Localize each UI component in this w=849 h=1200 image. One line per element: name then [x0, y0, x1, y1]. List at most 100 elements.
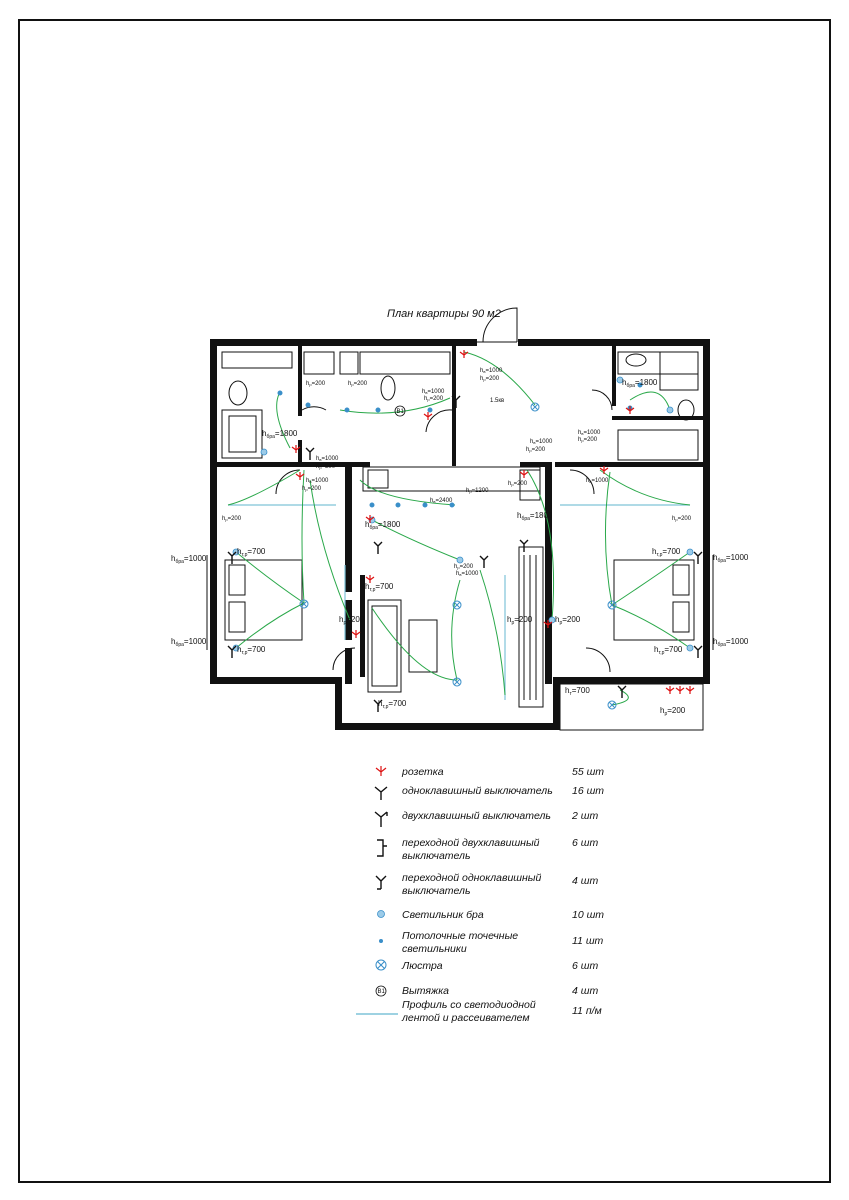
- svg-text:hр=200: hр=200: [508, 481, 528, 487]
- svg-text:hбра=1800: hбра=1800: [365, 520, 401, 531]
- vent-marker: B1: [394, 405, 406, 417]
- svg-text:hт,р=700: hт,р=700: [652, 547, 681, 558]
- svg-text:выключатель: выключатель: [402, 885, 470, 897]
- svg-text:hр=200: hр=200: [306, 381, 326, 387]
- legend-item-led-profile: Профиль со светодиодной лентой и рассеив…: [356, 999, 602, 1024]
- svg-text:hт,р=700: hт,р=700: [365, 582, 394, 593]
- chandeliers: [299, 402, 617, 710]
- svg-text:hбра=1800: hбра=1800: [262, 429, 298, 440]
- svg-text:hт,р=700: hт,р=700: [654, 645, 683, 656]
- svg-text:hр=200: hр=200: [555, 615, 581, 626]
- svg-text:hбра=1800: hбра=1800: [622, 378, 658, 389]
- svg-text:розетка: розетка: [401, 766, 444, 778]
- legend-item-socket: розетка 55 шт: [375, 766, 604, 778]
- svg-text:лентой и рассеивателем: лентой и рассеивателем: [401, 1012, 530, 1024]
- svg-text:hв=1000: hв=1000: [456, 571, 479, 577]
- svg-text:11 п/м: 11 п/м: [572, 1005, 602, 1017]
- svg-text:11 шт: 11 шт: [572, 935, 604, 947]
- svg-text:hр=200: hр=200: [480, 376, 500, 382]
- legend-item-passthrough-single-switch: переходной одноклавишный выключатель 4 ш…: [375, 872, 598, 897]
- chandelier-icon: [375, 959, 387, 971]
- legend-item-passthrough-double-switch: переходной двухклавишный выключатель 6 ш…: [377, 837, 598, 862]
- svg-text:Вытяжка: Вытяжка: [402, 985, 449, 997]
- svg-text:B1: B1: [378, 989, 386, 995]
- legend: розетка 55 шт одноклавишный выключатель …: [356, 766, 604, 1024]
- svg-text:hв=1000: hв=1000: [480, 368, 503, 374]
- svg-text:hв=1000: hв=1000: [586, 478, 609, 484]
- legend-item-single-switch: одноклавишный выключатель 16 шт: [374, 785, 604, 800]
- svg-text:hбра=1000: hбра=1000: [171, 637, 207, 648]
- svg-text:hр=200: hр=200: [302, 486, 322, 492]
- svg-text:двухклавишный выключатель: двухклавишный выключатель: [402, 810, 551, 822]
- svg-text:одноклавишный выключатель: одноклавишный выключатель: [402, 785, 553, 797]
- plan-title: План квартиры 90 м2: [387, 308, 501, 320]
- svg-text:hв=1000: hв=1000: [316, 456, 339, 462]
- svg-text:hр=200: hр=200: [424, 396, 444, 402]
- svg-text:hр=200: hр=200: [454, 564, 474, 570]
- sconces: [232, 376, 694, 652]
- svg-text:hбра=1000: hбра=1000: [713, 637, 749, 648]
- svg-text:Светильник бра: Светильник бра: [402, 909, 484, 921]
- svg-text:55 шт: 55 шт: [572, 766, 604, 778]
- svg-text:выключатель: выключатель: [402, 850, 470, 862]
- passthrough-double-switch-icon: [377, 839, 387, 857]
- double-switch-icon: [374, 811, 388, 827]
- svg-text:hр=200: hр=200: [526, 447, 546, 453]
- svg-text:Люстра: Люстра: [401, 960, 443, 972]
- passthrough-single-switch-icon: [375, 875, 387, 890]
- svg-text:4 шт: 4 шт: [572, 875, 598, 887]
- svg-text:hт,р=700: hт,р=700: [237, 645, 266, 656]
- floor-plan: [206, 307, 714, 731]
- wiring: [227, 351, 691, 706]
- svg-text:1.5кв: 1.5кв: [490, 398, 504, 404]
- legend-item-hood: B1 Вытяжка 4 шт: [375, 985, 598, 997]
- svg-text:hр=200: hр=200: [660, 706, 686, 717]
- legend-item-sconce: Светильник бра 10 шт: [377, 909, 604, 921]
- svg-text:B1: B1: [397, 409, 405, 415]
- socket-icon: [375, 766, 387, 776]
- sockets: [291, 350, 695, 694]
- svg-text:hр=200: hр=200: [222, 516, 242, 522]
- svg-text:переходной двухклавишный: переходной двухклавишный: [402, 837, 540, 849]
- svg-text:hр=200: hр=200: [316, 464, 336, 470]
- svg-text:16 шт: 16 шт: [572, 785, 604, 797]
- svg-text:hв=2400: hв=2400: [430, 498, 453, 504]
- svg-text:hр=200: hр=200: [507, 615, 533, 626]
- sconce-icon: [377, 910, 385, 918]
- svg-text:10 шт: 10 шт: [572, 909, 604, 921]
- svg-text:hр=200: hр=200: [672, 516, 692, 522]
- svg-text:6 шт: 6 шт: [572, 837, 598, 849]
- svg-text:hт,р=700: hт,р=700: [237, 547, 266, 558]
- switches: [227, 395, 703, 712]
- legend-item-chandelier: Люстра 6 шт: [375, 959, 598, 972]
- svg-text:hт=700: hт=700: [565, 686, 590, 697]
- svg-text:hр=200: hр=200: [339, 615, 365, 626]
- svg-text:5 пр: 5 пр: [650, 678, 662, 684]
- svg-text:hв=1000: hв=1000: [530, 439, 553, 445]
- vent-icon: [375, 985, 387, 997]
- svg-text:hв=1000: hв=1000: [306, 478, 329, 484]
- legend-item-double-switch: двухклавишный выключатель 2 шт: [374, 810, 598, 827]
- single-switch-icon: [374, 786, 388, 800]
- plan-annotations: hбра=1000 hбра=1000 hбра=1000 hбра=1000 …: [171, 368, 749, 717]
- svg-text:hр=1200: hр=1200: [466, 488, 489, 494]
- sheet-frame: [18, 19, 831, 1183]
- svg-text:переходной одноклавишный: переходной одноклавишный: [402, 872, 542, 884]
- svg-text:hв=1000: hв=1000: [422, 389, 445, 395]
- svg-text:hв=1000: hв=1000: [578, 430, 601, 436]
- svg-text:hбра=1000: hбра=1000: [171, 554, 207, 565]
- svg-text:светильники: светильники: [402, 943, 467, 955]
- svg-text:hбра=1000: hбра=1000: [713, 553, 749, 564]
- svg-text:hр=200: hр=200: [578, 437, 598, 443]
- svg-text:4 шт: 4 шт: [572, 985, 598, 997]
- legend-item-spotlights: Потолочные точечные светильники 11 шт: [379, 930, 604, 955]
- svg-text:hр=200: hр=200: [348, 381, 368, 387]
- lamps: [277, 382, 643, 508]
- svg-text:hбра=1800: hбра=1800: [517, 511, 553, 522]
- svg-text:Потолочные точечные: Потолочные точечные: [402, 930, 518, 942]
- svg-text:Профиль со светодиодной: Профиль со светодиодной: [402, 999, 536, 1011]
- svg-text:hт,р=700: hт,р=700: [378, 699, 407, 710]
- spotlight-icon: [379, 939, 383, 943]
- svg-text:2 шт: 2 шт: [571, 810, 598, 822]
